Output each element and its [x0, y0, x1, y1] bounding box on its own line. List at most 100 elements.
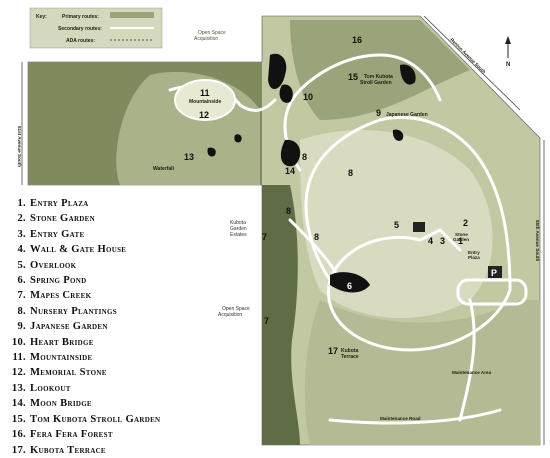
legend-number: 1.: [17, 198, 26, 209]
key-route-ada: ADA routes:: [66, 38, 95, 44]
legend-item: 13. Lookout: [6, 381, 160, 396]
marker-5: 5: [394, 220, 399, 230]
north-arrow: [505, 36, 511, 58]
marker-17: 17: [328, 346, 338, 356]
legend-item: 3. Entry Gate: [6, 227, 160, 242]
renton-ave-line: [423, 15, 521, 111]
marker-4: 4: [428, 236, 433, 246]
legend-label: Fera Fera Forest: [30, 429, 113, 441]
legend-item: 16. Fera Fera Forest: [6, 427, 160, 442]
key-title: Key:: [36, 14, 47, 20]
key-primary-swatch: [110, 12, 154, 18]
key-route-primary: Primary routes:: [62, 14, 99, 20]
marker-7b: 7: [264, 316, 269, 326]
legend-label: Japanese Garden: [30, 321, 108, 333]
legend-label: Kubota Terrace: [30, 444, 106, 456]
marker-13: 13: [184, 152, 194, 162]
south-zone: [304, 300, 540, 445]
marker-2: 2: [463, 218, 468, 228]
marker-3: 3: [440, 236, 445, 246]
legend-number: 14.: [11, 398, 26, 410]
mountainside-label: Mountainside: [189, 99, 221, 105]
creek-corridor: [262, 185, 300, 445]
legend-item: 10. Heart Bridge: [6, 335, 160, 350]
key-route-secondary: Secondary routes:: [58, 26, 102, 32]
water-features: [207, 53, 416, 293]
legend-label: Entry Gate: [30, 228, 85, 240]
legend-number: 10.: [11, 336, 26, 348]
mountainside-lawn: [174, 79, 236, 121]
paths: [168, 53, 512, 425]
marker-16: 16: [352, 35, 362, 45]
marker-7a: 7: [262, 232, 267, 242]
marker-14: 14: [285, 166, 295, 176]
marker-8d: 8: [314, 232, 319, 242]
marker-8c: 8: [286, 206, 291, 216]
legend-label: Mountainside: [30, 352, 93, 364]
marker-15: 15: [348, 72, 358, 82]
marker-1: 1: [458, 236, 463, 246]
legend-item: 11.Mountainside: [6, 350, 160, 365]
legend-item: 7. Mapes Creek: [6, 288, 160, 303]
legend-item: 15. Tom Kubota Stroll Garden: [6, 412, 160, 427]
ave-51-label: 51st Avenue South: [17, 126, 22, 167]
legend-number: 15.: [11, 413, 26, 425]
legend-item: 12. Memorial Stone: [6, 365, 160, 380]
legend-label: Entry Plaza: [30, 198, 89, 209]
waterfall-label: Waterfall: [153, 166, 175, 172]
central-light: [300, 130, 493, 319]
legend-item: 6. Spring Pond: [6, 273, 160, 288]
legend-item: 8. Nursery Plantings: [6, 304, 160, 319]
maintenance-area-label: Maintenance Area: [452, 370, 492, 375]
legend-label: Overlook: [30, 259, 77, 271]
legend-label: Moon Bridge: [30, 398, 92, 410]
japanese-garden-label: Japanese Garden: [386, 112, 428, 118]
legend-label: Nursery Plantings: [30, 305, 117, 317]
marker-6: 6: [347, 281, 352, 291]
restroom-sign: [413, 222, 425, 232]
ave-55-label: 55th Avenue South: [535, 220, 540, 261]
legend-label: Lookout: [30, 382, 71, 394]
marker-9: 9: [376, 108, 381, 118]
legend-number: 16.: [11, 429, 26, 441]
marker-8b: 8: [348, 168, 353, 178]
legend-item: 1. Entry Plaza: [6, 196, 160, 211]
marker-10: 10: [303, 92, 313, 102]
legend-number: 6.: [17, 275, 26, 287]
north-label: N: [506, 62, 510, 68]
parking-label: P: [491, 268, 497, 278]
legend-number: 13.: [11, 382, 26, 394]
legend-label: Stone Garden: [30, 213, 95, 225]
legend-item: 2. Stone Garden: [6, 211, 160, 226]
legend-item: 4. Wall & Gate House: [6, 242, 160, 257]
legend-label: Wall & Gate House: [30, 244, 127, 256]
legend-number: 4.: [17, 244, 26, 256]
legend-number: 5.: [17, 259, 26, 271]
parking-lot: [456, 278, 528, 306]
marker-12: 12: [199, 110, 209, 120]
parking-sign: [488, 266, 502, 278]
legend-label: Spring Pond: [30, 275, 87, 287]
legend-list: 1. Entry Plaza 2. Stone Garden 3. Entry Gate 4…: [6, 196, 160, 458]
legend-label: Tom Kubota Stroll Garden: [30, 413, 161, 425]
legend-number: 2.: [17, 213, 26, 225]
legend-label: Memorial Stone: [30, 367, 107, 379]
legend-number: 8.: [17, 305, 26, 317]
legend-number: 3.: [17, 228, 26, 240]
legend-label: Heart Bridge: [30, 336, 94, 348]
legend-label: Mapes Creek: [30, 290, 92, 302]
marker-8a: 8: [302, 152, 307, 162]
legend-number: 7.: [17, 290, 26, 302]
legend-number: 12.: [11, 367, 26, 379]
legend-item: 5. Overlook: [6, 258, 160, 273]
legend-item: 14. Moon Bridge: [6, 396, 160, 411]
legend-item: 9.Japanese Garden: [6, 319, 160, 334]
